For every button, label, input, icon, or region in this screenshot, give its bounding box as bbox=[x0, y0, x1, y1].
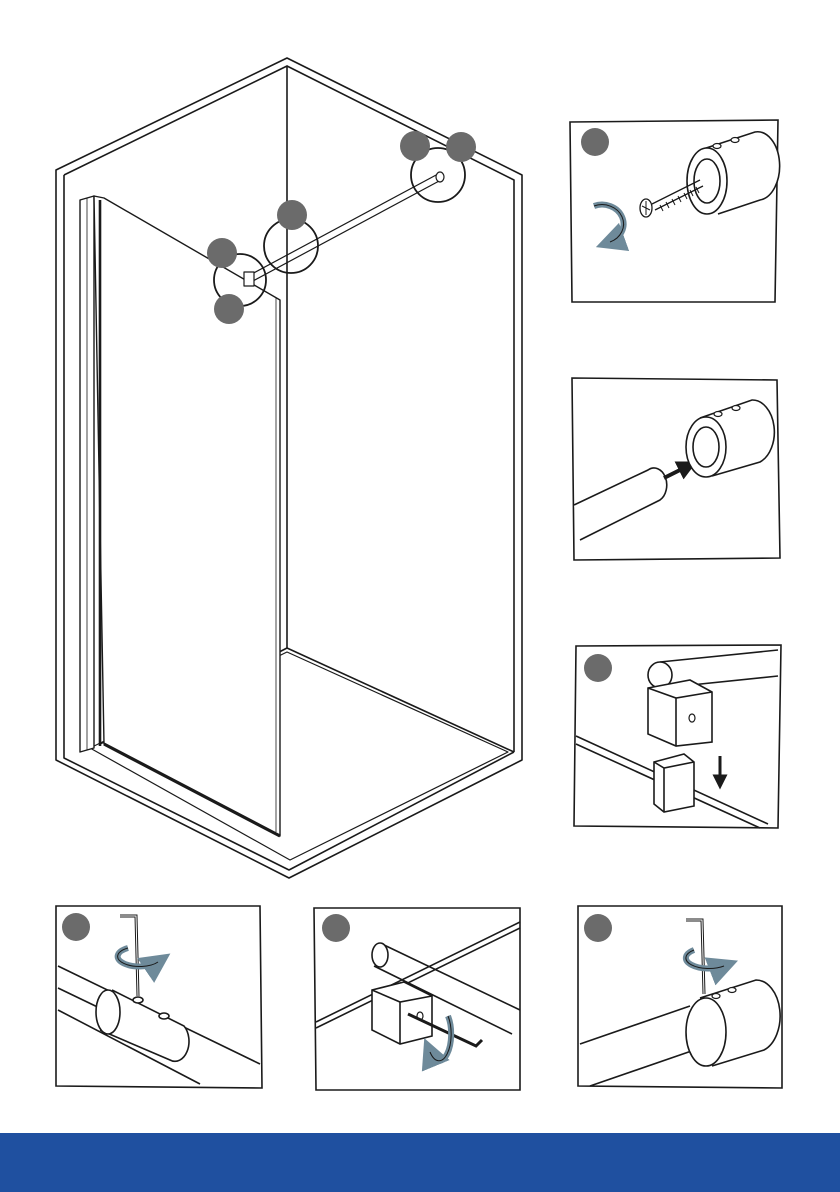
panel-tighten-bracket bbox=[578, 906, 782, 1088]
step-badge bbox=[446, 132, 476, 162]
panel-screw-bracket bbox=[570, 120, 780, 302]
panel-tighten-bar bbox=[56, 906, 262, 1088]
panel-tighten-clamp bbox=[314, 908, 520, 1090]
glass-clamp bbox=[648, 680, 712, 746]
step-badge bbox=[322, 914, 350, 942]
glass-clamp bbox=[372, 982, 432, 1044]
panel-attach-clamp bbox=[574, 645, 781, 828]
glass-clamp bbox=[244, 272, 254, 286]
step-badge bbox=[277, 200, 307, 230]
panel-slide-bar bbox=[572, 378, 780, 560]
wall-bracket bbox=[436, 172, 444, 182]
step-badge bbox=[214, 294, 244, 324]
glass-panel bbox=[94, 196, 280, 836]
step-badge bbox=[62, 913, 90, 941]
step-badge bbox=[400, 131, 430, 161]
shower-enclosure bbox=[56, 58, 522, 878]
step-badge bbox=[584, 654, 612, 682]
step-badge bbox=[584, 914, 612, 942]
footer-bar bbox=[0, 1133, 840, 1192]
step-badge bbox=[581, 128, 609, 156]
step-badge bbox=[207, 238, 237, 268]
